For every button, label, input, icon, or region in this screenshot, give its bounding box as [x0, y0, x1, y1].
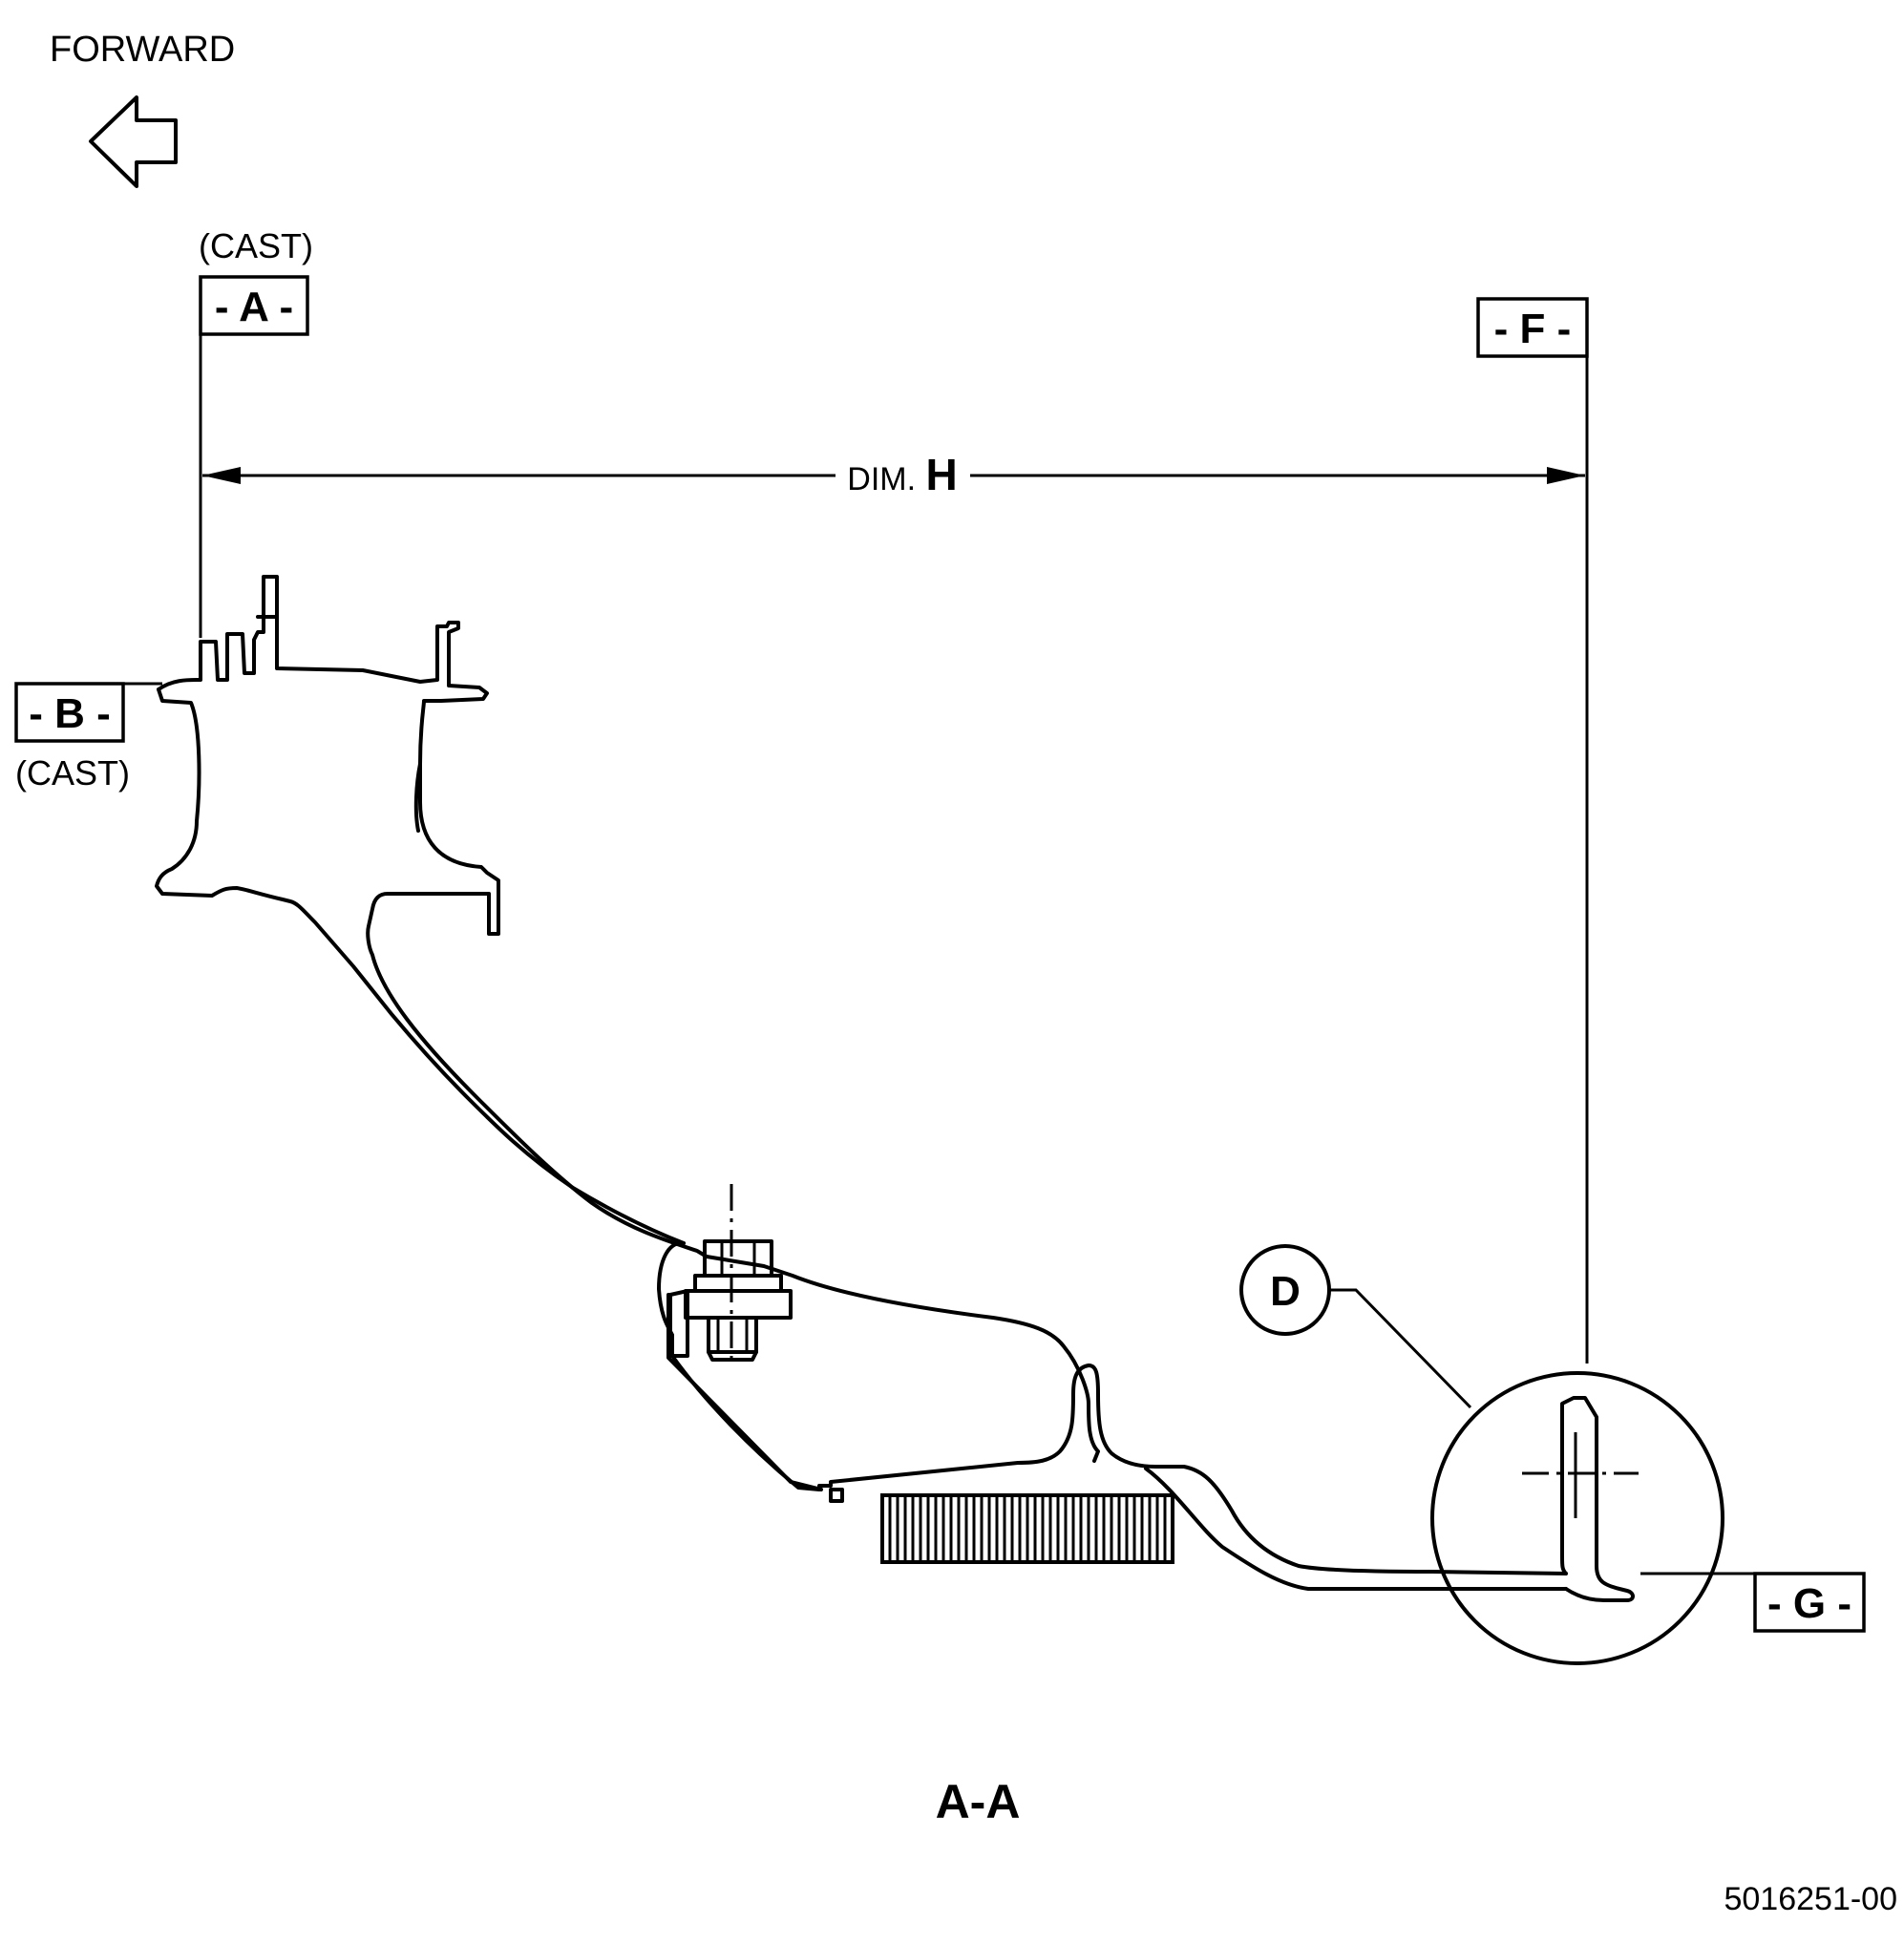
- datum-a-note: (CAST): [199, 226, 313, 265]
- datum-g-box: [1753, 1572, 1866, 1633]
- detail-d-circle: [1430, 1371, 1724, 1665]
- detail-d-label: D: [1270, 1268, 1301, 1315]
- forward-label: FORWARD: [50, 30, 235, 70]
- seal-support-section: [657, 1240, 1568, 1591]
- datum-a-label: - A -: [215, 284, 293, 330]
- datum-g-label: - G -: [1767, 1580, 1851, 1627]
- honeycomb-seal: [880, 1493, 1174, 1564]
- datum-b-note: (CAST): [15, 753, 130, 793]
- datum-f-label: - F -: [1494, 306, 1572, 352]
- datum-b-box: [14, 682, 125, 743]
- dimension-h-arrowhead-left-icon: [202, 467, 241, 484]
- datum-a-box: [199, 275, 309, 336]
- drawing-number: 5016251-00: [1724, 1881, 1897, 1917]
- datum-b-label: - B -: [29, 690, 111, 737]
- aft-flange-section: [1522, 1396, 1639, 1602]
- datum-f-box: [1476, 297, 1589, 358]
- section-title: A-A: [936, 1775, 1021, 1829]
- dimension-h-label: DIM. H: [847, 450, 957, 499]
- dimension-h-prefix: DIM.: [847, 461, 916, 497]
- dimension-h-arrowhead-right-icon: [1547, 467, 1585, 484]
- detail-d-leader: [1329, 1288, 1472, 1409]
- forward-flange-section: [155, 575, 709, 1258]
- dimension-h-letter: H: [926, 450, 958, 499]
- bolt-fastener: [684, 1184, 793, 1367]
- forward-arrow-icon: [89, 95, 178, 188]
